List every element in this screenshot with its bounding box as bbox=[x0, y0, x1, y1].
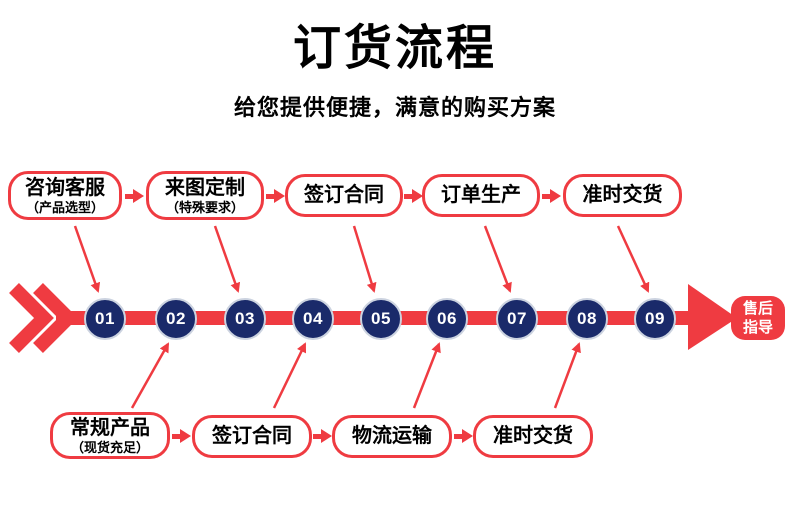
step-pill-logistics: 物流运输 bbox=[332, 415, 452, 458]
step-pill-custom-design: 来图定制 （特殊要求） bbox=[146, 171, 264, 220]
step-number-01: 01 bbox=[84, 298, 126, 340]
step-sublabel: （产品选型） bbox=[25, 199, 104, 215]
step-number-05: 05 bbox=[360, 298, 402, 340]
step-pill-regular-product: 常规产品 （现货充足） bbox=[50, 412, 170, 459]
step-label: 准时交货 bbox=[582, 184, 663, 206]
step-pill-ontime-delivery-top: 准时交货 bbox=[563, 174, 682, 217]
right-arrow-icon bbox=[454, 429, 473, 443]
step-label: 来图定制 bbox=[165, 176, 245, 199]
step-number-06: 06 bbox=[426, 298, 468, 340]
step-label: 咨询客服 bbox=[25, 176, 105, 199]
step-number-07: 07 bbox=[496, 298, 538, 340]
top-connector-arrows bbox=[73, 225, 650, 293]
step-pill-production: 订单生产 bbox=[422, 174, 540, 217]
step-pill-sign-contract-bottom: 签订合同 bbox=[192, 415, 312, 458]
page-subtitle: 给您提供便捷，满意的购买方案 bbox=[233, 95, 556, 120]
step-label: 常规产品 bbox=[70, 416, 150, 439]
step-pill-consult: 咨询客服 （产品选型） bbox=[8, 171, 122, 220]
step-label: 签订合同 bbox=[304, 184, 384, 206]
step-pill-ontime-delivery-bottom: 准时交货 bbox=[473, 415, 593, 458]
right-arrow-icon bbox=[404, 189, 423, 203]
step-number-09: 09 bbox=[634, 298, 676, 340]
after-sales-line1: 售后 bbox=[742, 300, 773, 317]
step-number-08: 08 bbox=[566, 298, 608, 340]
step-label: 订单生产 bbox=[441, 184, 521, 206]
right-arrow-icon bbox=[266, 189, 285, 203]
step-label: 签订合同 bbox=[212, 425, 292, 447]
right-arrow-icon bbox=[125, 189, 144, 203]
step-number-02: 02 bbox=[155, 298, 197, 340]
step-sublabel: （特殊要求） bbox=[165, 199, 244, 215]
step-number-03: 03 bbox=[224, 298, 266, 340]
step-number-04: 04 bbox=[292, 298, 334, 340]
after-sales-badge: 售后 指导 bbox=[731, 296, 785, 340]
step-label: 准时交货 bbox=[493, 425, 573, 447]
step-sublabel: （现货充足） bbox=[70, 439, 149, 455]
right-arrow-icon bbox=[313, 429, 332, 443]
step-label: 物流运输 bbox=[352, 425, 432, 447]
arrowhead-icon bbox=[688, 284, 737, 350]
right-arrow-icon bbox=[542, 189, 561, 203]
bottom-connector-arrows bbox=[130, 342, 581, 409]
page-title: 订货流程 bbox=[292, 22, 497, 75]
after-sales-line2: 指导 bbox=[742, 319, 773, 336]
step-pill-sign-contract-top: 签订合同 bbox=[285, 174, 403, 217]
right-arrow-icon bbox=[172, 429, 191, 443]
